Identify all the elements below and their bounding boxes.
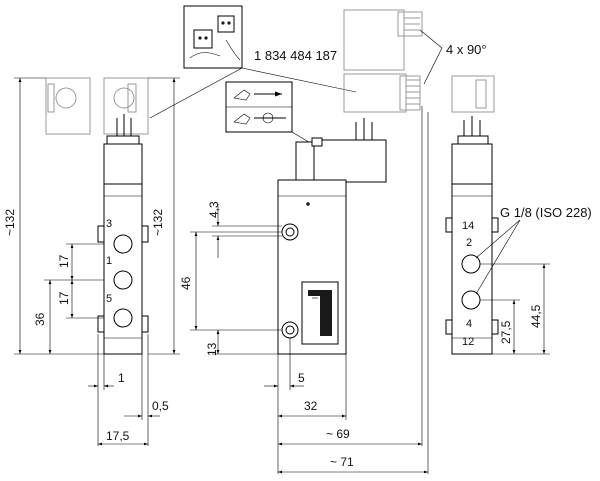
left-bottom-dims: 1 0,5 17,5: [88, 334, 169, 446]
center-dim-46: 46: [179, 231, 282, 331]
center-dim-46-label: 46: [179, 276, 193, 290]
left-dim-1-label: 1: [118, 371, 125, 385]
left-port-label-3: 3: [106, 218, 112, 230]
center-dim-5-label: 5: [298, 371, 305, 385]
center-dim-71-label: ~ 71: [330, 455, 354, 469]
left-dim-height: ~132: [3, 77, 104, 355]
right-dim-27-5-label: 27,5: [499, 320, 513, 344]
left-dim-17b-label: 17: [57, 291, 71, 305]
left-dim-132b-label: ~132: [151, 209, 165, 236]
right-connector-sketch: [451, 75, 495, 113]
left-dim-pitch: 17 17: [57, 243, 104, 319]
left-dim-height-right: ~132: [148, 77, 180, 355]
right-port-label-12: 12: [462, 336, 474, 348]
left-dim-132-label: ~132: [3, 209, 17, 236]
left-valve-body: [97, 143, 149, 355]
right-view: 14 2 4 12 27,5 44,5: [445, 75, 550, 355]
left-dim-17-5-label: 17,5: [106, 429, 130, 443]
part-number: 1 834 484 187: [254, 48, 337, 63]
left-ports: 3 1 5: [106, 218, 133, 328]
rotation-note-leaders: [419, 29, 443, 85]
center-solenoid-head: [295, 137, 387, 183]
left-port-label-5: 5: [106, 293, 112, 305]
center-dim-32-label: 32: [304, 399, 318, 413]
left-dim-36: 36: [33, 279, 104, 354]
right-dims: 27,5 44,5: [480, 263, 550, 355]
left-dim-0-5-label: 0,5: [152, 399, 169, 413]
center-dim-69-label: ~ 69: [326, 427, 350, 441]
center-dim-4-3-label: 4,3: [207, 201, 221, 218]
center-pins: [355, 118, 373, 142]
center-dim-13-label: 13: [205, 342, 219, 356]
center-connector-sketch: [343, 9, 423, 113]
right-port-label-4: 4: [466, 318, 472, 330]
right-port-label-2: 2: [466, 237, 472, 249]
left-dim-36-label: 36: [33, 312, 47, 326]
center-dim-13: 13: [205, 330, 278, 356]
center-bottom-dims: 5 32 ~ 69 ~ 71: [264, 106, 429, 474]
rotation-note: 4 x 90°: [446, 42, 487, 57]
thread-note: G 1/8 (ISO 228): [500, 205, 592, 220]
center-valve-body: [277, 179, 347, 355]
thread-note-leaders: [475, 219, 521, 295]
left-dim-17a-label: 17: [57, 254, 71, 268]
left-port-label-1: 1: [106, 255, 112, 267]
right-port-label-14: 14: [462, 220, 474, 232]
left-pins: [106, 114, 140, 145]
left-top-connector-sketch: [45, 77, 149, 135]
manual-override-inset: [225, 81, 313, 145]
left-view: 3 1 5 ~132 36 17 17: [3, 77, 180, 446]
right-port-labels: 14 2 4 12: [462, 220, 474, 348]
right-pins: [457, 116, 489, 145]
right-valve-body: [445, 143, 499, 355]
plug-inset: [149, 5, 357, 119]
center-view: 4,3 46 13 5 32 ~ 69: [179, 9, 429, 474]
center-dim-4-3: 4,3: [207, 201, 282, 258]
right-dim-44-5-label: 44,5: [529, 304, 543, 328]
